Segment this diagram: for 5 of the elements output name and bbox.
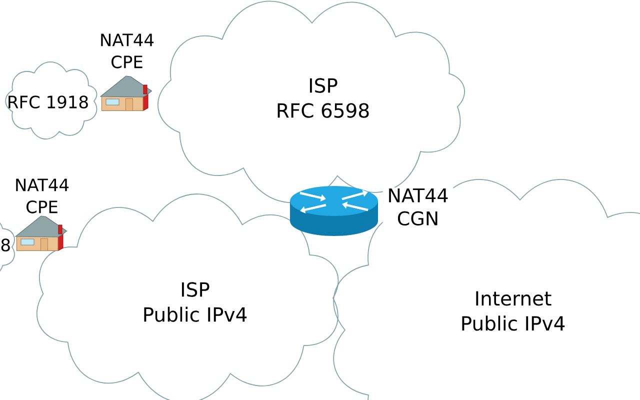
device-label: NAT44 CPE xyxy=(95,32,159,70)
router-icon xyxy=(290,186,378,236)
cloud: 8 xyxy=(0,218,15,276)
device-label: NAT44 CGN xyxy=(382,187,454,227)
cloud: RFC 1918 xyxy=(5,62,98,140)
